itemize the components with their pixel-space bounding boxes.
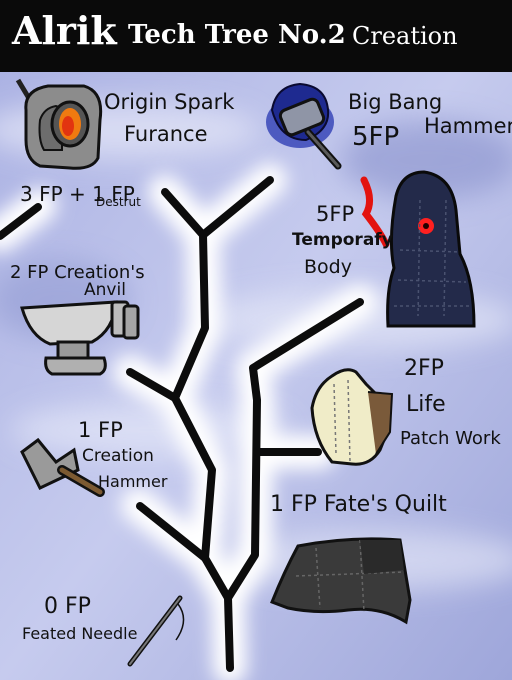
tree-branches — [0, 176, 364, 672]
big-bang-title-2: Hammer — [424, 114, 512, 138]
big-bang-hammer-illustration — [266, 82, 342, 170]
header-name: Alrik — [12, 8, 117, 53]
life-patch-title-1: Life — [406, 392, 446, 417]
header-bar: Alrik Tech Tree No.2 Creation — [0, 0, 512, 72]
branch-left — [126, 368, 232, 602]
creation-hammer-cost: 1 FP — [78, 418, 123, 442]
branch-stub-left — [0, 203, 42, 240]
fates-quilt-illustration — [270, 537, 412, 625]
header-theme: Creation — [352, 22, 458, 50]
creation-hammer-illustration — [20, 437, 105, 497]
branch-upper-left — [161, 188, 209, 402]
temporary-body-cost: 5FP — [316, 202, 355, 226]
creation-hammer-title-2: Hammer — [98, 472, 168, 491]
temporary-body-title-2: Body — [304, 256, 352, 278]
creations-anvil-cost-title: 2 FP Creation's — [10, 262, 145, 283]
trunk — [224, 298, 364, 672]
origin-spark-furnace-illustration — [15, 78, 103, 170]
temporary-body-illustration — [360, 170, 476, 328]
header-subtitle: Tech Tree No.2 — [128, 20, 346, 50]
creations-anvil-title-2: Anvil — [84, 280, 126, 300]
branch-upper-right — [199, 176, 274, 239]
life-patch-work-illustration — [310, 368, 394, 466]
big-bang-cost: 5FP — [352, 122, 400, 152]
origin-spark-cost: 3 FP + 1 FP — [20, 182, 135, 206]
origin-spark-title-2: Furance — [124, 122, 208, 146]
branch-hammer — [136, 502, 209, 562]
life-patch-title-2: Patch Work — [400, 428, 501, 449]
fated-needle-cost: 0 FP — [44, 594, 91, 619]
creations-anvil-illustration — [20, 300, 140, 376]
fated-needle-title: Feated Needle — [22, 624, 138, 643]
life-patch-cost: 2FP — [404, 356, 444, 381]
origin-spark-title-1: Origin Spark — [104, 90, 235, 114]
temporary-body-title-1: Temporafy — [292, 230, 393, 250]
creation-hammer-title-1: Creation — [82, 446, 154, 466]
origin-spark-cost-note: Destrut — [96, 195, 141, 209]
big-bang-title-1: Big Bang — [348, 90, 443, 114]
fates-quilt-title: 1 FP Fate's Quilt — [270, 492, 447, 517]
fated-needle-illustration — [127, 595, 185, 667]
